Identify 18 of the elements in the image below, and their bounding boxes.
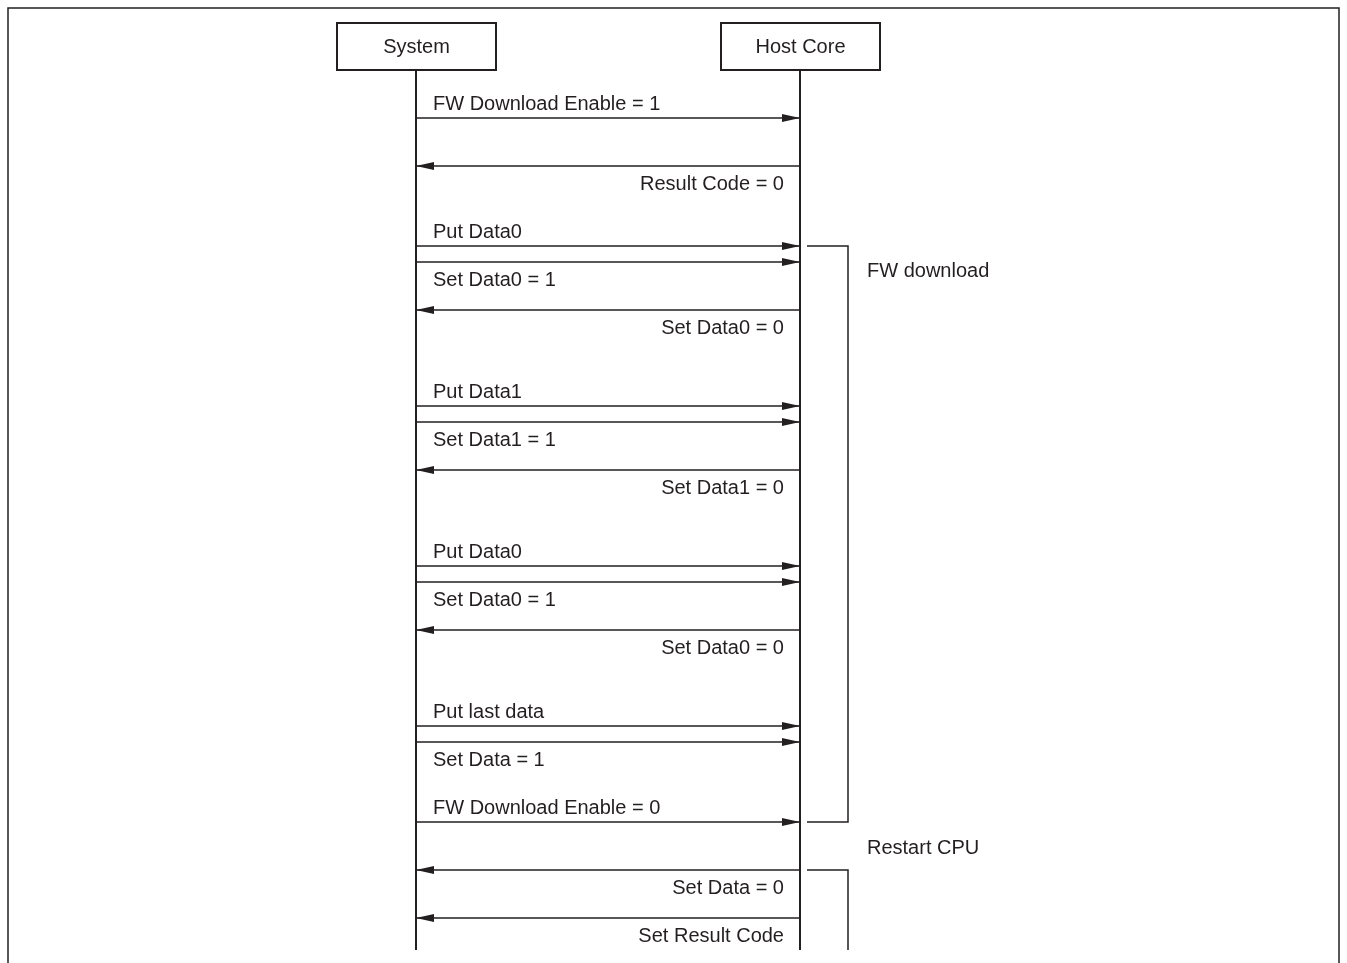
arrow (415, 466, 801, 474)
arrow (415, 162, 801, 170)
arrow (415, 818, 801, 826)
arrow (415, 418, 801, 426)
arrow (415, 914, 801, 922)
arrow (415, 626, 801, 634)
arrow (415, 258, 801, 266)
participant-box: System (336, 22, 497, 71)
arrow (415, 738, 801, 746)
arrow (415, 562, 801, 570)
arrow (415, 866, 801, 874)
participant-box: Host Core (720, 22, 881, 71)
arrow (415, 114, 801, 122)
arrow (415, 306, 801, 314)
arrow (415, 242, 801, 250)
arrow (415, 578, 801, 586)
arrow (415, 722, 801, 730)
arrow (415, 402, 801, 410)
